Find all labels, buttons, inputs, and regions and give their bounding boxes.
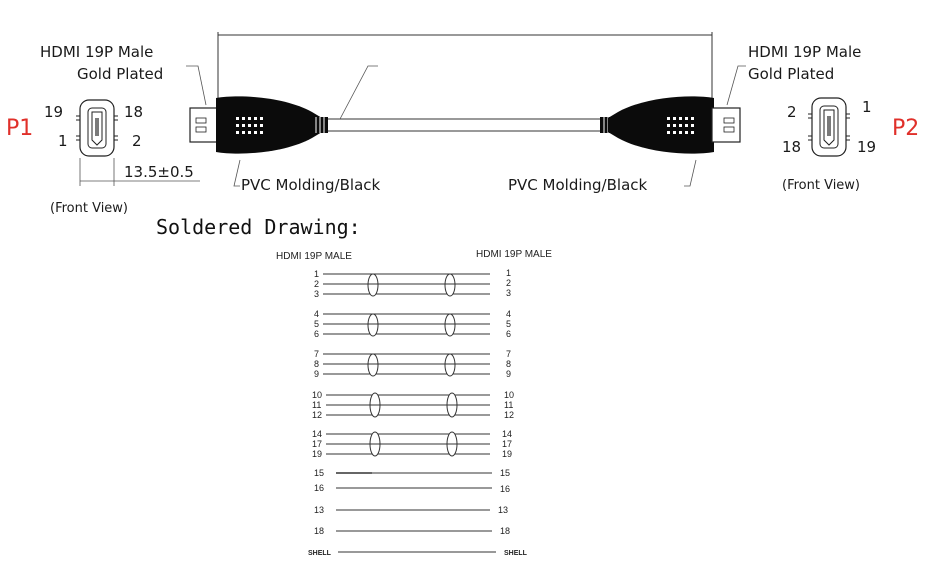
left-molding-leader <box>233 159 241 187</box>
p2-front-view-socket <box>808 97 850 157</box>
left-pin-12: 12 <box>312 410 322 420</box>
left-pin-3: 3 <box>314 289 319 299</box>
p2-view-caption: (Front View) <box>782 178 860 193</box>
p1-front-view-socket <box>76 99 118 157</box>
length-dimension <box>217 32 713 100</box>
left-molding <box>216 96 322 154</box>
single-wire-15: 15 15 <box>314 468 510 478</box>
left-pin-19: 19 <box>312 449 322 459</box>
left-connector-label-line1: HDMI 19P Male <box>40 43 153 61</box>
wire-group-5: 14 17 19 14 17 19 <box>312 429 512 459</box>
right-pin-1: 1 <box>506 268 511 278</box>
p1-dimension <box>79 158 200 186</box>
right-pin-19: 19 <box>502 449 512 459</box>
p1-pin-1: 1 <box>58 132 68 150</box>
right-connector-leader <box>726 65 746 106</box>
right-connector-label-line2: Gold Plated <box>748 65 834 83</box>
right-pin-7: 7 <box>506 349 511 359</box>
right-molding <box>608 96 714 154</box>
p2-pin-18: 18 <box>782 138 801 156</box>
single-wire-16: 16 16 <box>314 483 510 494</box>
right-pin-9: 9 <box>506 369 511 379</box>
right-pin-11: 11 <box>504 400 513 410</box>
left-pin-7: 7 <box>314 349 319 359</box>
left-pin-18: 18 <box>314 526 324 536</box>
left-pin-13: 13 <box>314 505 324 515</box>
left-connector-leader <box>186 65 207 106</box>
right-pin-12: 12 <box>504 410 514 420</box>
right-pin-17: 17 <box>502 439 512 449</box>
cable-body <box>189 65 741 154</box>
p1-view-caption: (Front View) <box>50 201 128 216</box>
right-pin-3: 3 <box>506 288 511 298</box>
left-pin-6: 6 <box>314 329 319 339</box>
single-wire-18: 18 18 <box>314 526 510 536</box>
left-pin-15: 15 <box>314 468 324 478</box>
soldered-right-header: HDMI 19P MALE <box>476 249 552 260</box>
right-pin-13: 13 <box>498 505 508 515</box>
right-shell-label: SHELL <box>504 550 528 557</box>
right-pin-5: 5 <box>506 319 511 329</box>
p1-pin-18: 18 <box>124 103 143 121</box>
right-pin-4: 4 <box>506 309 511 319</box>
wire-group-2: 4 5 6 4 5 6 <box>314 309 511 339</box>
left-pin-11: 11 <box>312 400 321 410</box>
right-plug <box>711 107 741 143</box>
right-pin-6: 6 <box>506 329 511 339</box>
soldered-left-header: HDMI 19P MALE <box>276 251 352 262</box>
right-pin-14: 14 <box>502 429 512 439</box>
left-pin-17: 17 <box>312 439 322 449</box>
left-pin-1: 1 <box>314 269 319 279</box>
p2-pin-1: 1 <box>862 98 872 116</box>
right-molding-leader <box>684 159 697 187</box>
right-pin-10: 10 <box>504 390 514 400</box>
p2-pin-2: 2 <box>787 103 797 121</box>
p2-label: P2 <box>892 116 919 141</box>
shell-wire: SHELL SHELL <box>308 550 528 557</box>
left-pin-2: 2 <box>314 279 319 289</box>
right-pin-2: 2 <box>506 278 511 288</box>
soldered-drawing-title: Soldered Drawing: <box>156 215 361 239</box>
cable-leader <box>339 65 378 120</box>
p1-pin-2: 2 <box>132 132 142 150</box>
left-connector-label-line2: Gold Plated <box>77 65 163 83</box>
right-pin-15: 15 <box>500 468 510 478</box>
p1-pin-19: 19 <box>44 103 63 121</box>
left-pin-14: 14 <box>312 429 322 439</box>
left-pin-4: 4 <box>314 309 319 319</box>
left-molding-label: PVC Molding/Black <box>241 176 381 194</box>
left-pin-5: 5 <box>314 319 319 329</box>
single-wire-13: 13 13 <box>314 505 508 515</box>
p2-pin-19: 19 <box>857 138 876 156</box>
left-pin-8: 8 <box>314 359 319 369</box>
left-pin-16: 16 <box>314 483 324 493</box>
wire-group-4: 10 11 12 10 11 12 <box>312 390 514 420</box>
right-molding-label: PVC Molding/Black <box>508 176 648 194</box>
p1-dimension-value: 13.5±0.5 <box>124 163 194 181</box>
wire-group-1: 1 2 3 1 2 3 <box>314 268 511 299</box>
left-pin-10: 10 <box>312 390 322 400</box>
wire-group-3: 7 8 9 7 8 9 <box>314 349 511 379</box>
right-pin-16: 16 <box>500 484 510 494</box>
left-plug <box>189 107 219 143</box>
left-shell-label: SHELL <box>308 550 332 557</box>
left-pin-9: 9 <box>314 369 319 379</box>
right-connector-label-line1: HDMI 19P Male <box>748 43 861 61</box>
p1-label: P1 <box>6 116 33 141</box>
right-pin-18: 18 <box>500 526 510 536</box>
right-pin-8: 8 <box>506 359 511 369</box>
